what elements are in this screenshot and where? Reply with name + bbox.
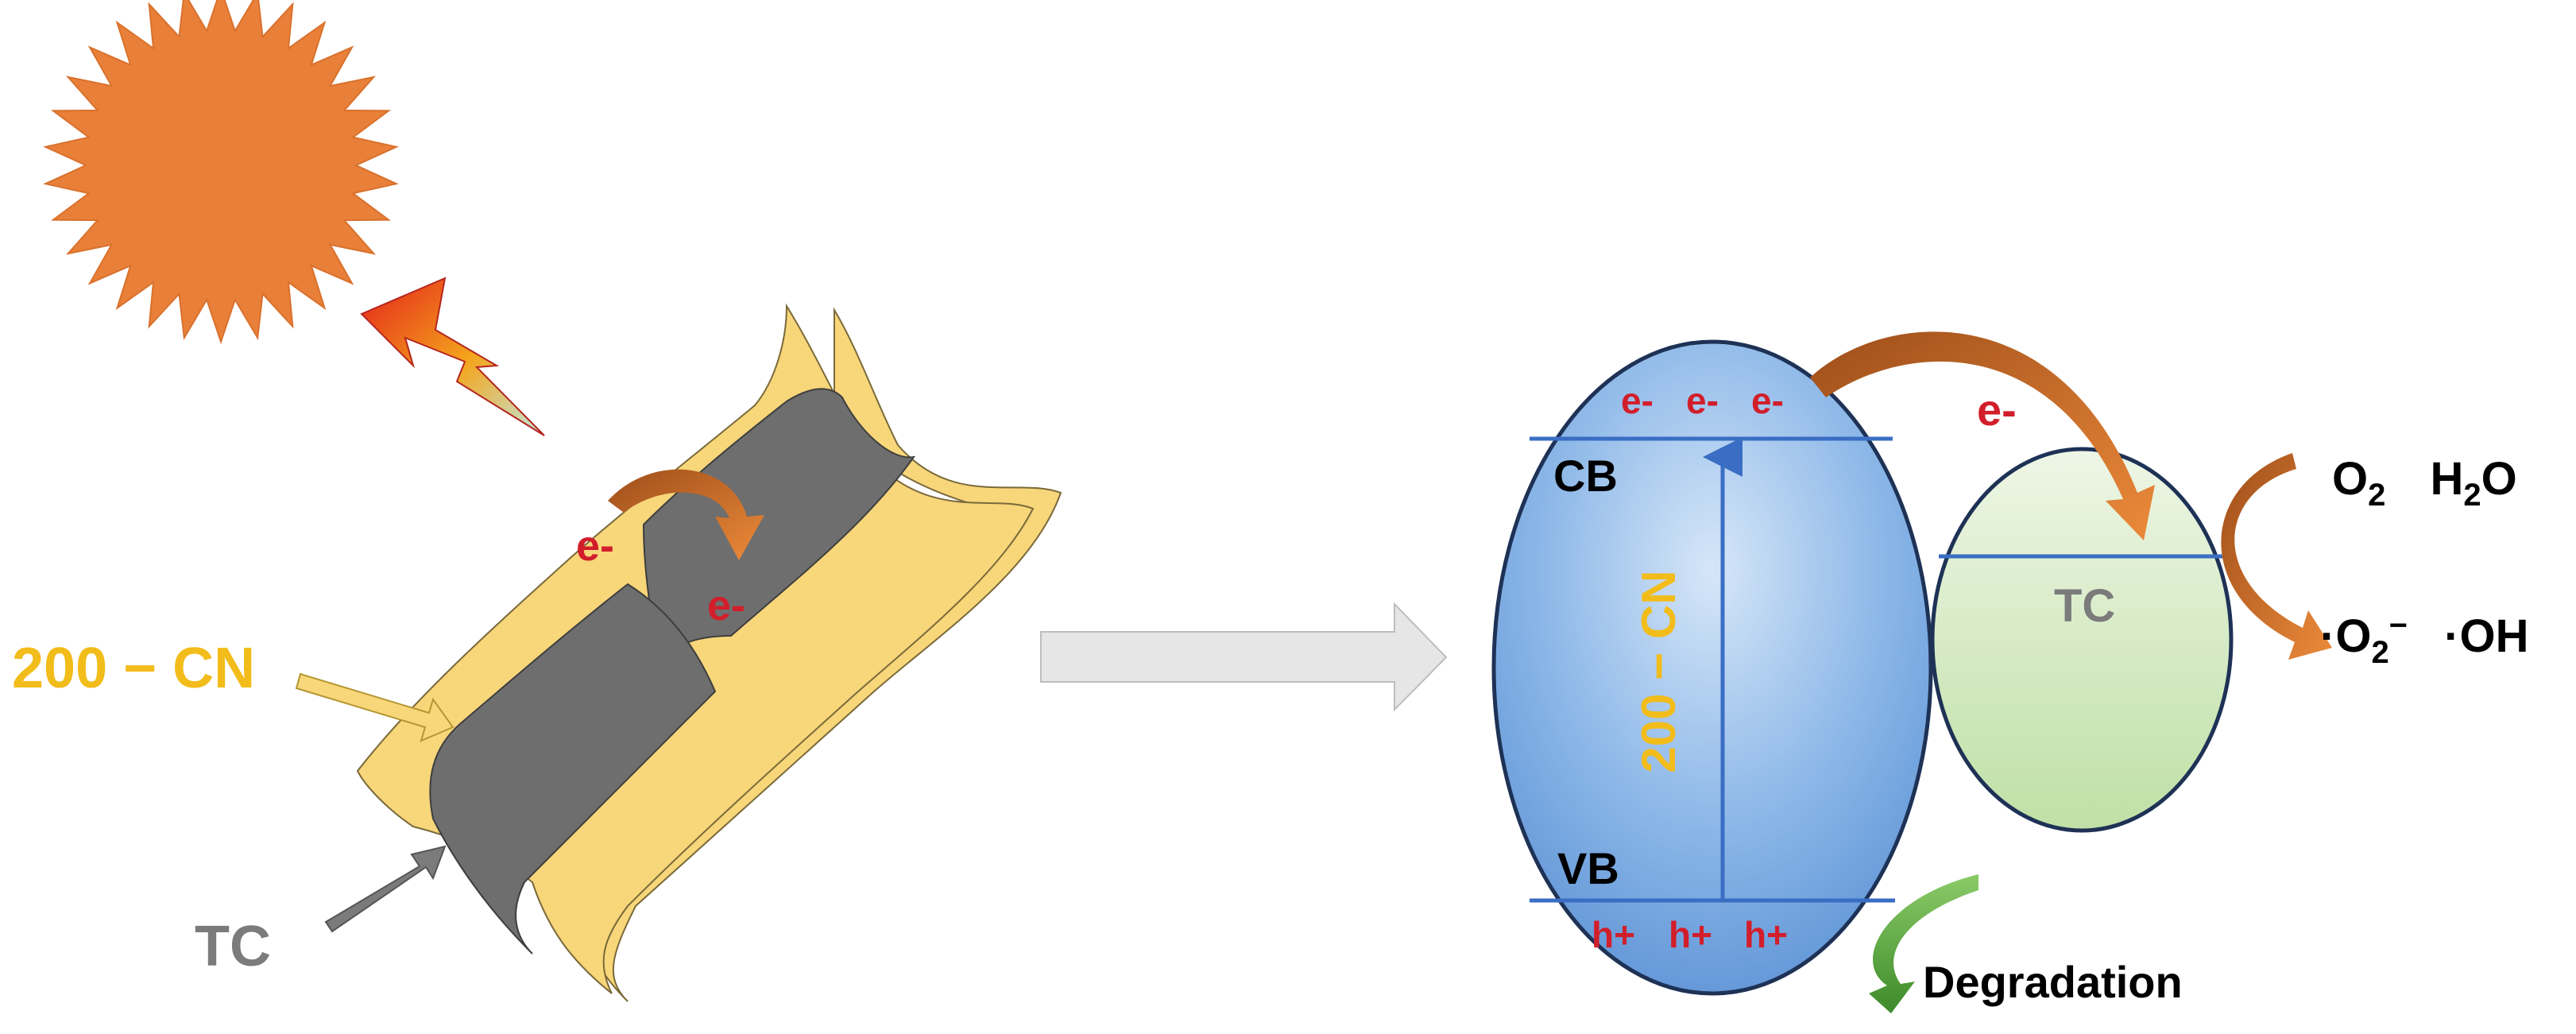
- tc-ellipse: [1930, 447, 2234, 833]
- sun-icon: [43, 0, 399, 345]
- degradation-label: Degradation: [1923, 957, 2183, 1007]
- cb-electron: e-: [1751, 380, 1784, 421]
- vb-hole: h+: [1592, 914, 1635, 955]
- products-label: ·O2− ·OH: [2320, 594, 2529, 670]
- band-gap-material-label: 200 − CN: [1632, 570, 1685, 773]
- transition-arrow: [1040, 602, 1448, 712]
- sheet-electron-transfer-arrow: [608, 469, 764, 560]
- semiconductor-ellipse: [1491, 339, 1933, 996]
- material-pointer-arrow: [295, 672, 454, 742]
- vb-hole: h+: [1744, 914, 1788, 955]
- sheet-electron-right: e-: [707, 582, 745, 629]
- lightning-bolt-icon: [360, 277, 545, 436]
- reactive-species-arrow: [2221, 453, 2332, 660]
- sheet-electron-left: e-: [576, 522, 614, 570]
- transfer-electron-label: e-: [1977, 385, 2017, 435]
- tc-band-label: TC: [2054, 580, 2115, 632]
- svg-text:O2 H2O: O2 H2O: [2332, 453, 2517, 516]
- degradation-arrow: [1869, 874, 1978, 1013]
- layered-sheet-illustration: [356, 303, 1062, 1002]
- pollutant-label: TC: [195, 915, 271, 978]
- vb-label: VB: [1557, 843, 1619, 893]
- cb-electron: e-: [1621, 380, 1654, 421]
- cb-electron: e-: [1686, 380, 1719, 421]
- svg-text:·O2− ·OH: ·O2− ·OH: [2320, 594, 2529, 670]
- pollutant-pointer-arrow: [324, 845, 447, 933]
- cb-label: CB: [1553, 451, 1618, 501]
- material-label: 200 − CN: [12, 637, 255, 700]
- vb-hole: h+: [1669, 914, 1712, 955]
- reactants-label: O2 H2O: [2332, 453, 2517, 516]
